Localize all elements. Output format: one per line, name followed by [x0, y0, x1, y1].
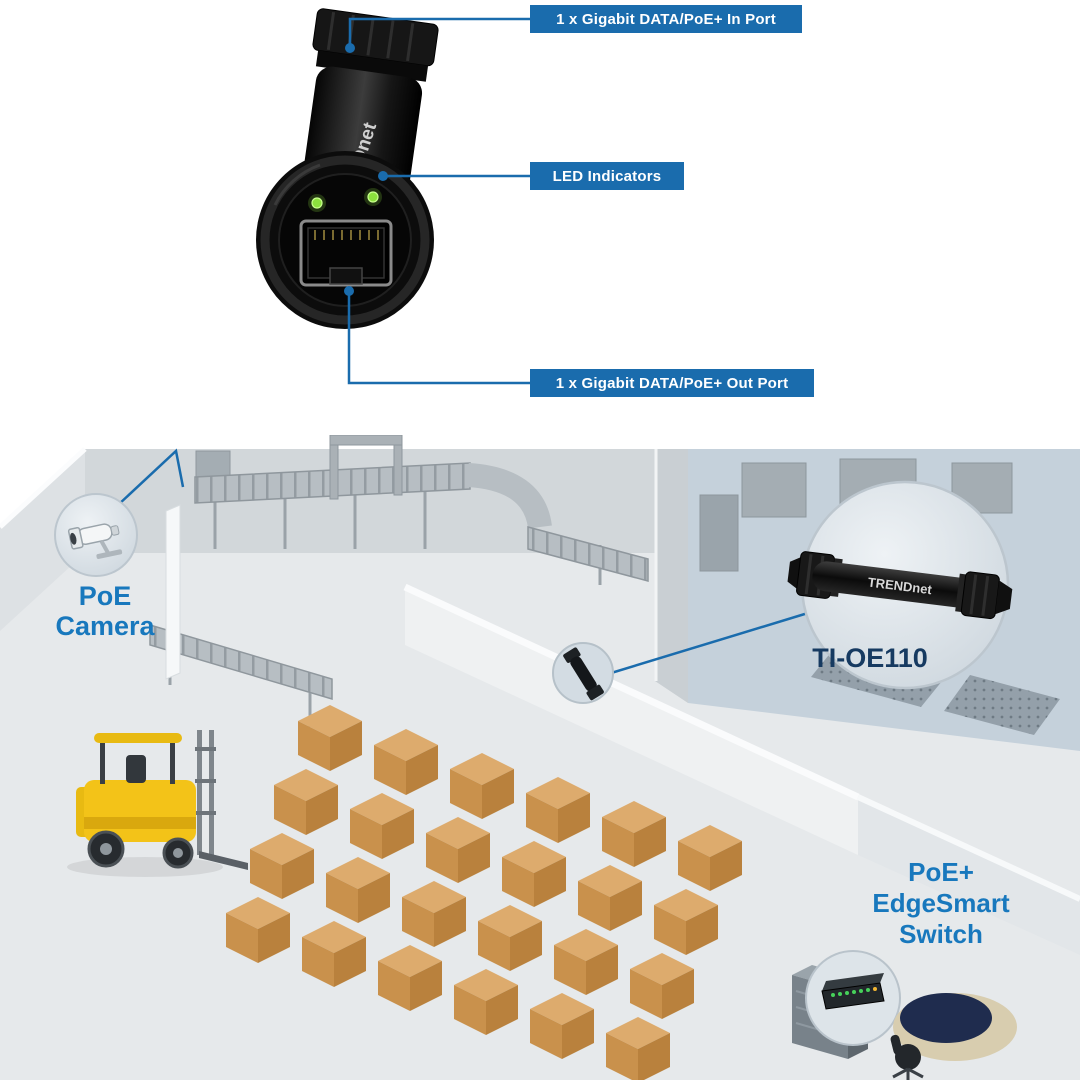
cab-roof — [94, 733, 182, 743]
machine-block — [741, 462, 807, 518]
ti-oe110-product: TRENDnet — [787, 551, 1013, 620]
callout-dots — [344, 43, 388, 296]
poe-camera-icon — [67, 523, 123, 559]
poe-camera-label-line2: Camera — [55, 611, 155, 641]
machine-block — [699, 494, 739, 572]
office-wall — [858, 797, 1080, 955]
gland-ridge — [366, 17, 375, 56]
led-left — [311, 197, 323, 209]
conveyor-system — [149, 435, 649, 727]
gland-ridge — [326, 11, 336, 51]
extender-line — [597, 611, 809, 679]
cab-post — [100, 742, 105, 784]
forklift-shadow — [67, 857, 223, 877]
scanner-gantry-post — [393, 436, 403, 496]
edgesmart-switch — [821, 973, 885, 1010]
warehouse-scene: TRENDnet — [0, 435, 1080, 1080]
face-ring — [260, 155, 430, 325]
fork — [199, 851, 248, 870]
poe-camera-label: PoE Camera — [38, 581, 172, 641]
switch-label-line1: PoE+ — [908, 857, 974, 887]
left-partition-wall — [165, 504, 181, 680]
desk — [893, 993, 1017, 1061]
switch-label-line2: EdgeSmart — [872, 888, 1010, 918]
callout-out-port-label: 1 x Gigabit DATA/PoE+ Out Port — [530, 369, 814, 397]
forklift — [67, 730, 248, 877]
cab-post — [170, 742, 175, 784]
callout-line-in-port — [348, 17, 530, 46]
nut-ridge — [981, 575, 990, 616]
left-wall — [0, 449, 85, 631]
edgesmart-switch-label: PoE+ EdgeSmart Switch — [855, 857, 1027, 950]
callout-dot-led — [378, 171, 388, 181]
callout-in-port-label: 1 x Gigabit DATA/PoE+ In Port — [530, 5, 802, 33]
body-stripe — [84, 817, 196, 829]
scanner-gantry-post — [329, 440, 339, 500]
gland-ridge — [386, 20, 395, 59]
led-indicators — [308, 188, 382, 212]
face-highlight — [273, 163, 321, 206]
mast-rail — [209, 730, 214, 855]
scanner-gantry-beam — [329, 435, 403, 446]
perforated-mat — [944, 675, 1060, 735]
rj45-port — [299, 219, 393, 287]
office-wall-top — [856, 794, 1080, 902]
divider-wall — [655, 449, 688, 703]
callout-line-out-port — [347, 293, 530, 385]
callout-dot-out-port — [344, 286, 354, 296]
conveyor-belt-lower — [527, 526, 649, 582]
storage-wall — [405, 587, 858, 855]
office-chair — [890, 1034, 924, 1080]
mast-crossbar — [195, 811, 216, 815]
storage-wall-top — [403, 583, 860, 801]
camera-line — [117, 448, 185, 506]
switch-label-line3: Switch — [899, 919, 983, 949]
gland-tip-right — [995, 580, 1013, 615]
extender-device-front-view: TRENDnet — [256, 8, 439, 329]
product-barrel — [812, 561, 998, 611]
rj45-pins — [314, 230, 379, 240]
camera-callout — [54, 448, 185, 577]
nut-ridge — [804, 554, 813, 595]
callout-lines — [347, 17, 530, 385]
callout-dot-in-port — [345, 43, 355, 53]
gland-collar — [315, 50, 429, 82]
office-area — [792, 950, 1017, 1080]
extender-callout: TRENDnet — [552, 480, 1013, 704]
callout-led-label: LED Indicators — [530, 162, 684, 190]
nut-ridge — [969, 574, 978, 615]
led-right — [367, 191, 379, 203]
gland-nut-right — [960, 571, 1000, 620]
conveyor-legs — [213, 487, 602, 585]
rj45-latch-slot — [329, 267, 363, 285]
left-wall-edge — [0, 447, 87, 529]
wheel-hub — [100, 843, 112, 855]
seat — [126, 755, 146, 783]
extender-on-wall — [563, 647, 604, 701]
interior-walls — [403, 583, 1080, 955]
wheel-hub — [173, 848, 183, 858]
gland-ridge — [406, 23, 415, 62]
ti-oe110-label: TI-OE110 — [812, 643, 928, 673]
mast-crossbar — [195, 747, 216, 751]
poe-camera-label-line1: PoE — [78, 581, 132, 611]
conveyor-belt-curve — [466, 463, 552, 530]
mast-crossbar — [195, 779, 216, 783]
product-callout-art: TRENDnet — [256, 8, 530, 385]
lower-left-conveyor — [149, 623, 333, 701]
mast-rail — [197, 730, 202, 855]
